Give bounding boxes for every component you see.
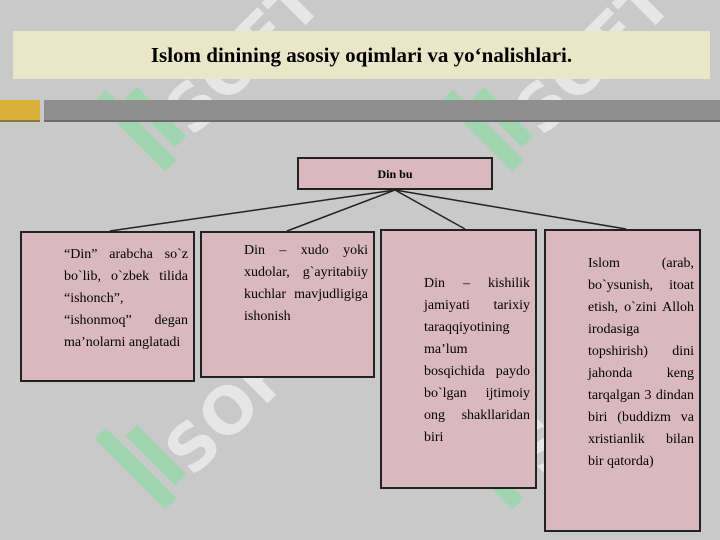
root-node: Din bu (297, 157, 493, 190)
child-node-1-text: “Din” arabcha so`z bo`lib, o`zbek tilida… (64, 247, 188, 350)
child-node-3-text: Din – kishilik jamiyati tarixiy taraqqiy… (424, 276, 530, 445)
root-node-label: Din bu (377, 166, 413, 181)
accent-bar-gray (44, 100, 720, 122)
child-node-2-text: Din – xudo yoki xudolar, g`ayritabiiy ku… (244, 243, 368, 324)
connector-line (394, 189, 627, 230)
child-node-4: Islom (arab, bo`ysunish, itoat etish, o`… (544, 229, 701, 532)
accent-bar-gold (0, 100, 40, 122)
title-band: Islom dinining asosiy oqimlari va yo‘nal… (13, 31, 710, 79)
slide-title: Islom dinining asosiy oqimlari va yo‘nal… (150, 42, 573, 67)
connector-line (394, 189, 466, 230)
child-node-3: Din – kishilik jamiyati tarixiy taraqqiy… (380, 229, 537, 489)
child-node-4-text: Islom (arab, bo`ysunish, itoat etish, o`… (588, 256, 694, 469)
connector-line (109, 189, 396, 232)
child-node-2: Din – xudo yoki xudolar, g`ayritabiiy ku… (200, 231, 375, 378)
connector-line (286, 189, 396, 232)
child-node-1: “Din” arabcha so`z bo`lib, o`zbek tilida… (20, 231, 195, 382)
